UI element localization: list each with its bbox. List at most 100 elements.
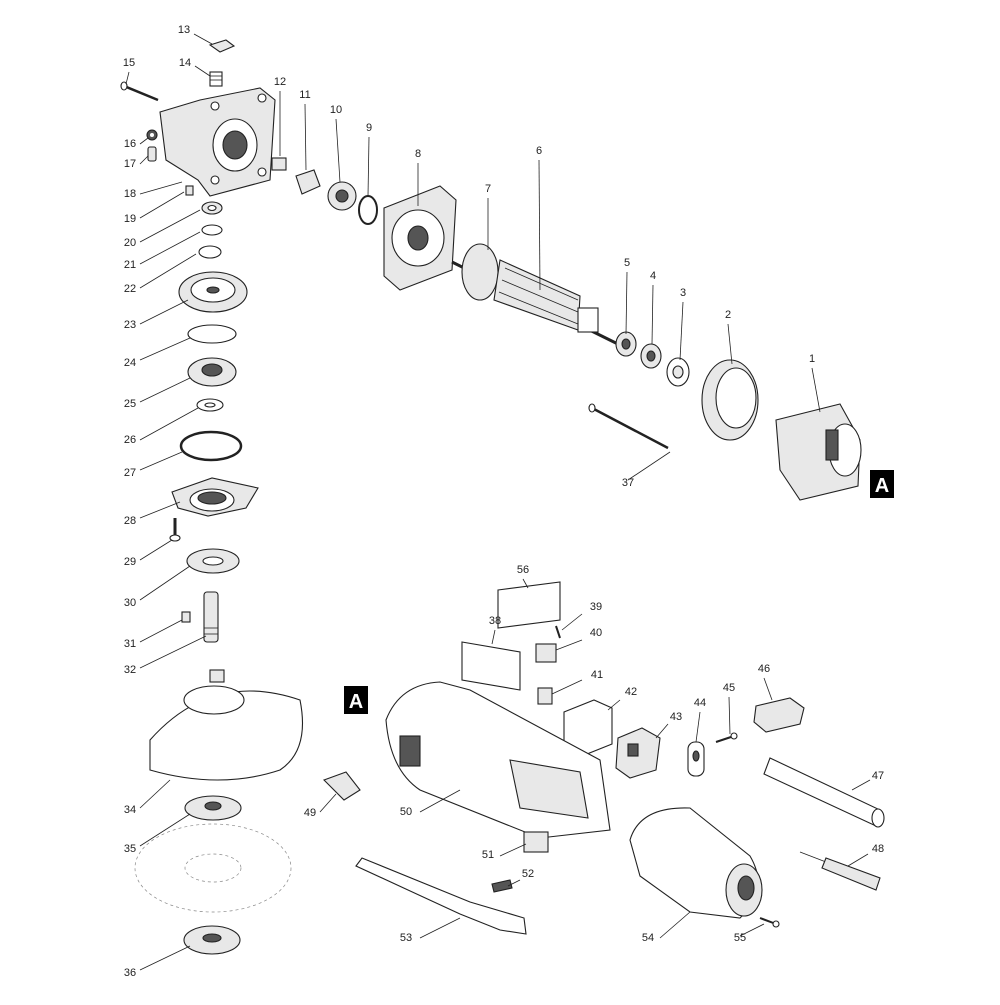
callout-number-24: 24 [124, 357, 136, 369]
part-16-washer [146, 129, 158, 141]
part-35-inner-flange [184, 795, 242, 821]
callout-number-16: 16 [124, 138, 136, 150]
callout-number-40: 40 [590, 627, 602, 639]
callout-number-30: 30 [124, 597, 136, 609]
reference-marker-a-left: A [344, 686, 368, 714]
leader-line-25 [139, 377, 191, 403]
leader-line-45 [728, 696, 731, 735]
leader-line-10 [335, 118, 341, 183]
leader-line-4 [651, 284, 654, 345]
part-4-bearing [640, 343, 662, 369]
leader-line-42 [607, 699, 621, 711]
part-22-key-washer [198, 245, 222, 259]
callout-number-13: 13 [178, 24, 190, 36]
leader-line-9 [367, 136, 370, 197]
callout-number-44: 44 [694, 697, 706, 709]
part-39-screw [555, 625, 561, 639]
leader-line-49 [319, 793, 337, 813]
leader-line-29 [139, 539, 173, 561]
leader-line-15 [125, 71, 130, 85]
callout-number-38: 38 [489, 615, 501, 627]
leader-line-39 [561, 613, 583, 631]
leader-line-11 [304, 103, 307, 171]
part-34-wheel-guard [149, 669, 303, 781]
leader-line-22 [139, 253, 197, 289]
leader-line-19 [139, 191, 185, 219]
part-32-spindle [203, 591, 219, 643]
leader-line-21 [139, 231, 201, 265]
reference-marker-a-right: A [870, 470, 894, 498]
part-44-strain-relief [687, 741, 705, 777]
callout-number-27: 27 [124, 467, 136, 479]
leader-line-20 [139, 209, 201, 243]
leader-line-55 [739, 923, 765, 937]
leader-line-16 [139, 137, 149, 145]
callout-number-28: 28 [124, 515, 136, 527]
callout-number-4: 4 [650, 270, 656, 282]
callout-number-9: 9 [366, 122, 372, 134]
part-52-spring [491, 879, 513, 893]
leader-line-24 [139, 337, 191, 361]
part-31-woodruff-key [181, 611, 191, 623]
callout-number-18: 18 [124, 188, 136, 200]
part-19-pin [185, 185, 194, 196]
part-53-switch-rod [355, 857, 527, 935]
callout-number-53: 53 [400, 932, 412, 944]
part-8-bearing-retainer [383, 185, 457, 291]
leader-line-3 [679, 301, 684, 361]
part-28-bearing-box [171, 477, 259, 517]
callout-number-14: 14 [179, 57, 191, 69]
leader-line-23 [139, 299, 189, 325]
part-55-screw [759, 917, 780, 928]
leader-line-50 [419, 789, 461, 813]
callout-number-3: 3 [680, 287, 686, 299]
part-11-pinion [295, 169, 321, 195]
part-48-power-supply-cord [799, 851, 881, 891]
callout-number-11: 11 [299, 89, 310, 101]
leader-line-27 [139, 451, 183, 471]
part-45-screw [715, 732, 738, 743]
leader-line-13 [193, 33, 213, 45]
callout-number-5: 5 [624, 257, 630, 269]
callout-number-15: 15 [123, 57, 135, 69]
callout-number-35: 35 [124, 843, 136, 855]
callout-number-50: 50 [400, 806, 412, 818]
callout-number-23: 23 [124, 319, 136, 331]
leader-line-54 [659, 911, 691, 939]
part-40-brush-holder [535, 643, 557, 663]
callout-number-2: 2 [725, 309, 731, 321]
leader-line-2 [727, 323, 733, 365]
part-41-carbon-brush [537, 687, 553, 705]
part-27-o-ring [179, 430, 243, 462]
part-43-switch [615, 727, 661, 779]
part-30-labyrinth-ring [186, 548, 240, 574]
part-21-retaining-ring [201, 224, 223, 236]
callout-number-12: 12 [274, 76, 286, 88]
leader-line-53 [419, 917, 461, 939]
part-24-retaining-ring [187, 324, 237, 344]
reference-marker-a-right-label: A [875, 475, 889, 497]
callout-number-48: 48 [872, 843, 884, 855]
leader-line-17 [139, 155, 149, 165]
part-13-key [208, 39, 236, 53]
callout-number-51: 51 [482, 849, 494, 861]
part-29-screw [169, 518, 181, 542]
leader-line-56 [522, 578, 529, 589]
callout-number-25: 25 [124, 398, 136, 410]
callout-number-36: 36 [124, 967, 136, 979]
leader-line-32 [139, 635, 207, 669]
leader-line-40 [555, 639, 583, 651]
leader-line-35 [139, 813, 191, 847]
part-23-spiral-bevel-gear [178, 271, 248, 313]
part-9-o-ring [358, 195, 378, 225]
callout-number-22: 22 [124, 283, 136, 295]
part-56-label [497, 581, 561, 629]
grinding-wheel-outline [134, 823, 292, 913]
leader-line-14 [194, 65, 211, 77]
callout-number-49: 49 [304, 807, 316, 819]
leader-line-6 [538, 159, 541, 291]
callout-number-1: 1 [809, 353, 815, 365]
part-2-fan-baffle [701, 359, 759, 441]
leader-line-43 [655, 723, 669, 739]
